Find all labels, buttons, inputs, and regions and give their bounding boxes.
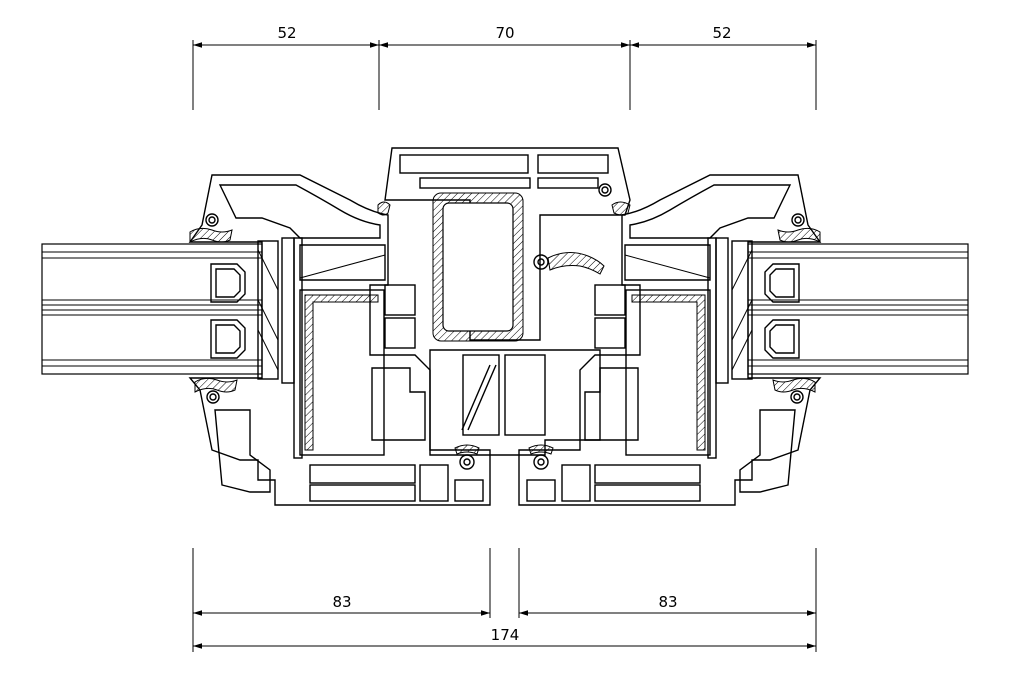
top-dimension-lines: [192, 40, 817, 110]
bottom-dimension-lines: [192, 548, 817, 652]
glass-panel-right: [747, 243, 969, 375]
dimension-label-top-middle: 70: [495, 24, 514, 42]
right-sash-profile: [518, 174, 822, 506]
dimension-label-bottom-right: 83: [658, 593, 677, 611]
center-mullion-profile: [377, 147, 631, 470]
glass-panel-left: [41, 243, 263, 375]
dimension-label-top-right: 52: [712, 24, 731, 42]
dimension-label-bottom-left: 83: [332, 593, 351, 611]
dimension-label-overall: 174: [491, 626, 520, 644]
dimension-label-top-left: 52: [277, 24, 296, 42]
left-sash-profile: [188, 174, 491, 506]
